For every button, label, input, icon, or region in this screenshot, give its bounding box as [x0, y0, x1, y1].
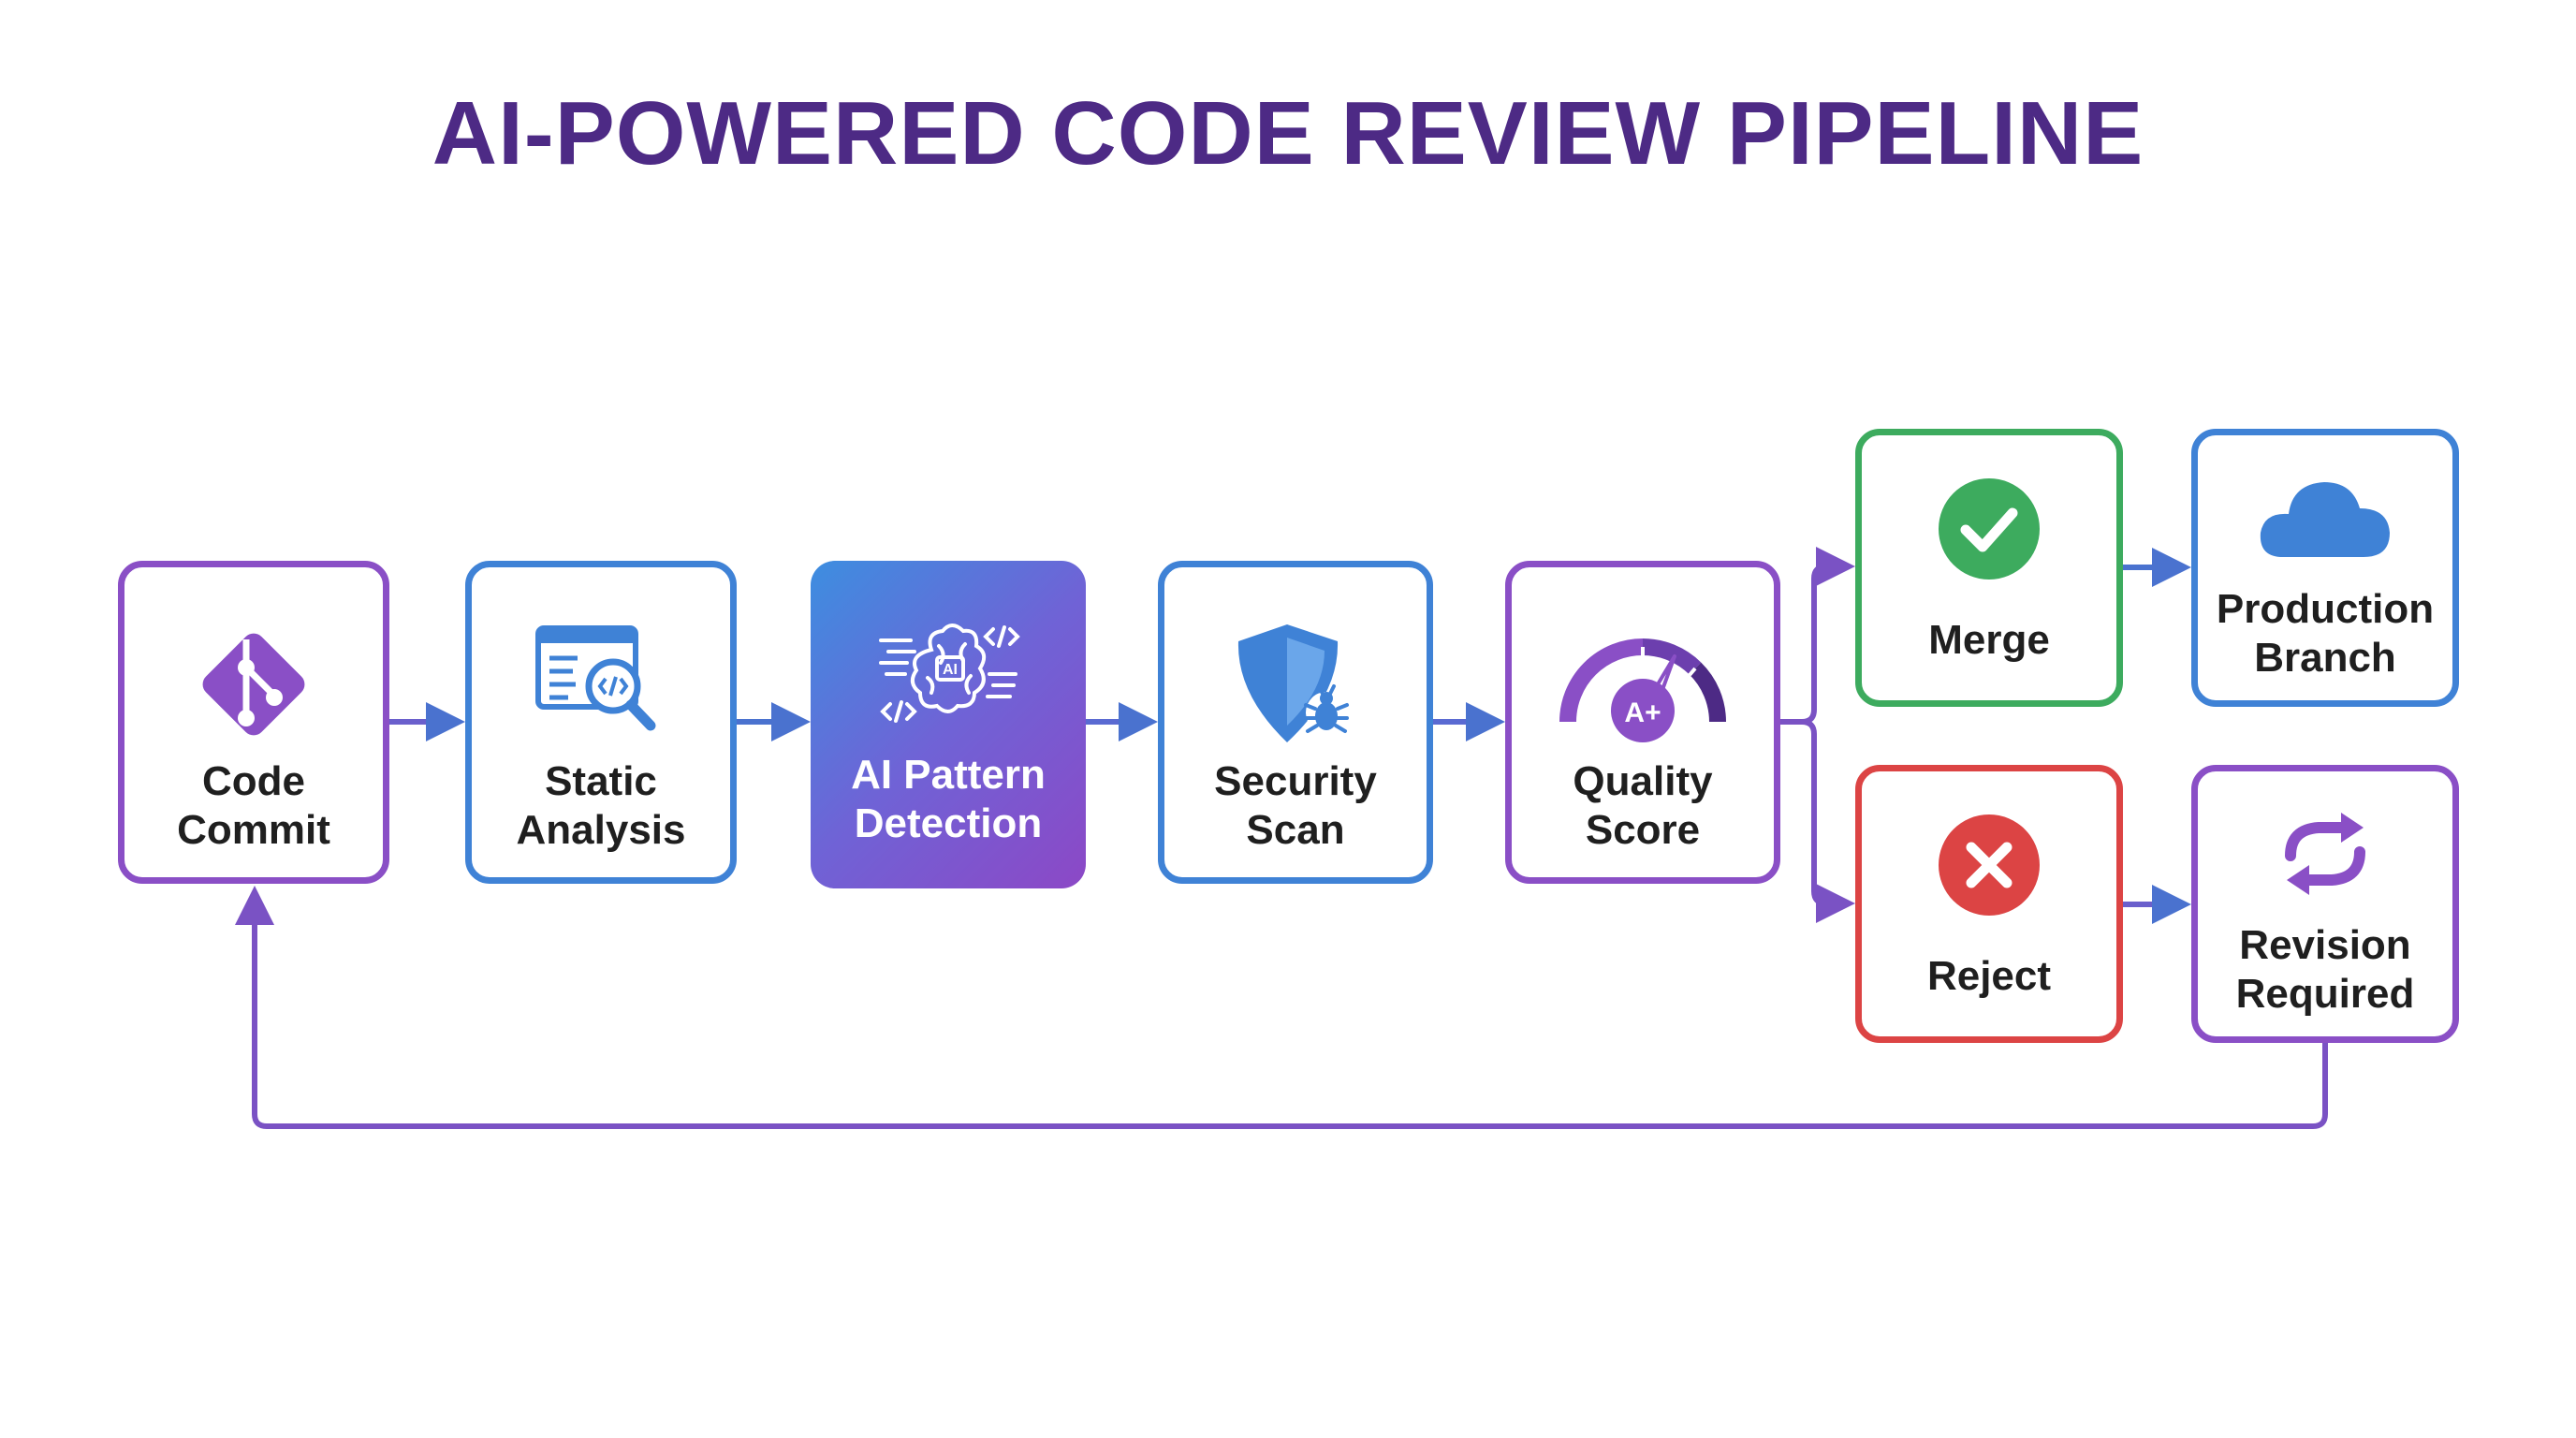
node-security-scan: Security Scan — [1158, 561, 1433, 884]
ai-brain-icon: AI — [811, 612, 1086, 743]
node-code-commit: Code Commit — [118, 561, 389, 884]
node-label: Reject — [1926, 953, 2052, 999]
node-revision-required: Revision Required — [2191, 765, 2459, 1043]
node-static-analysis: Static Analysis — [465, 561, 737, 884]
node-production-branch: Production Branch — [2191, 429, 2459, 707]
node-label: Quality Score — [1573, 758, 1713, 853]
cloud-icon — [2198, 471, 2452, 565]
x-circle-icon — [1862, 814, 2116, 917]
node-quality-score: A+ Quality Score — [1505, 561, 1780, 884]
node-reject: Reject — [1855, 765, 2123, 1043]
refresh-arrows-icon — [2198, 807, 2452, 901]
svg-text:AI: AI — [943, 662, 958, 678]
grade-badge: A+ — [1624, 697, 1661, 728]
arrow-revision-loop-to-commit — [235, 886, 2328, 1129]
arrow-quality-to-merge — [1780, 547, 1855, 725]
arrow-quality-to-reject — [1780, 719, 1855, 923]
node-merge: Merge — [1855, 429, 2123, 707]
node-label: Code Commit — [177, 758, 330, 853]
node-label: Security Scan — [1214, 758, 1377, 853]
code-magnifier-icon — [472, 619, 730, 750]
node-label: AI Pattern Detection — [851, 752, 1046, 846]
shield-bug-icon — [1164, 619, 1427, 750]
node-label: Revision Required — [2235, 922, 2415, 1017]
diagram-title: AI-POWERED CODE REVIEW PIPELINE — [432, 83, 2144, 183]
node-label: Static Analysis — [516, 758, 686, 853]
node-label: Production Branch — [2216, 586, 2435, 681]
git-diamond-icon — [124, 619, 383, 750]
gauge-icon: A+ — [1512, 619, 1774, 759]
node-label: Merge — [1928, 617, 2050, 663]
check-circle-icon — [1862, 477, 2116, 580]
node-ai-pattern-detection: AI AI Pattern Detection — [811, 561, 1086, 888]
